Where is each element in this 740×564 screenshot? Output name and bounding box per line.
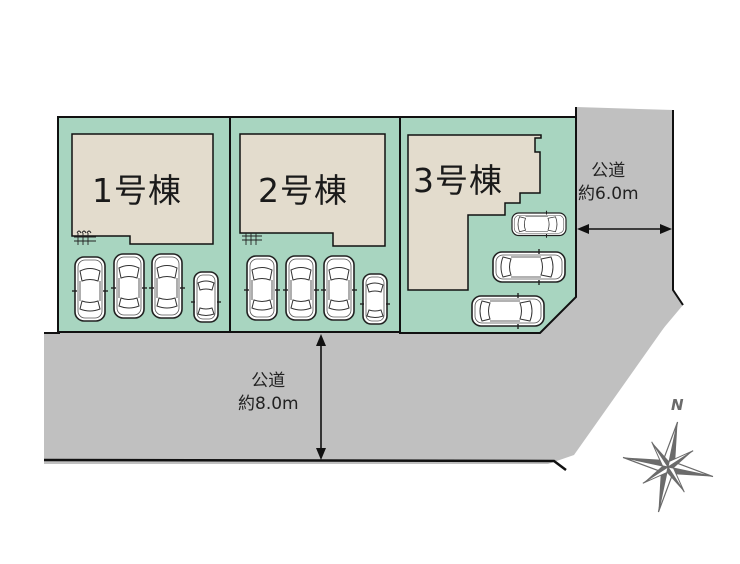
parking-car-icon <box>71 256 109 322</box>
compass-rose-icon <box>622 421 714 513</box>
east-road-width: 約6.0m <box>578 184 639 204</box>
dimension-arrow-east-road <box>577 224 672 234</box>
road-south <box>43 305 680 471</box>
building-2-label: 2号棟 <box>258 171 348 210</box>
south-road-name: 公道 <box>251 371 286 391</box>
parking-car-icon <box>320 255 358 321</box>
building-1 <box>71 133 214 245</box>
parking-car-icon <box>359 273 391 325</box>
parking-car-icon <box>471 292 545 330</box>
parking-car-icon <box>282 255 320 321</box>
entrance-step-icon <box>74 230 96 245</box>
south-road-width: 約8.0m <box>238 394 299 414</box>
building-3 <box>407 134 542 291</box>
parking-car-icon <box>148 253 186 319</box>
building-3-label: 3号棟 <box>413 161 503 200</box>
dimension-arrow-south-road <box>316 334 326 460</box>
entrance-step-icon <box>242 233 262 245</box>
building-2 <box>239 133 386 247</box>
parking-car-icon <box>110 253 148 319</box>
building-1-label: 1号棟 <box>92 171 182 210</box>
east-road-label: 公道 約6.0m <box>578 160 639 206</box>
north-label: N <box>671 396 684 414</box>
parking-car-icon <box>511 210 567 239</box>
parking-car-icon <box>492 248 566 286</box>
parking-car-icon <box>243 255 281 321</box>
east-road-name: 公道 <box>591 161 626 181</box>
south-road-label: 公道 約8.0m <box>238 370 299 416</box>
parking-car-icon <box>190 271 222 323</box>
